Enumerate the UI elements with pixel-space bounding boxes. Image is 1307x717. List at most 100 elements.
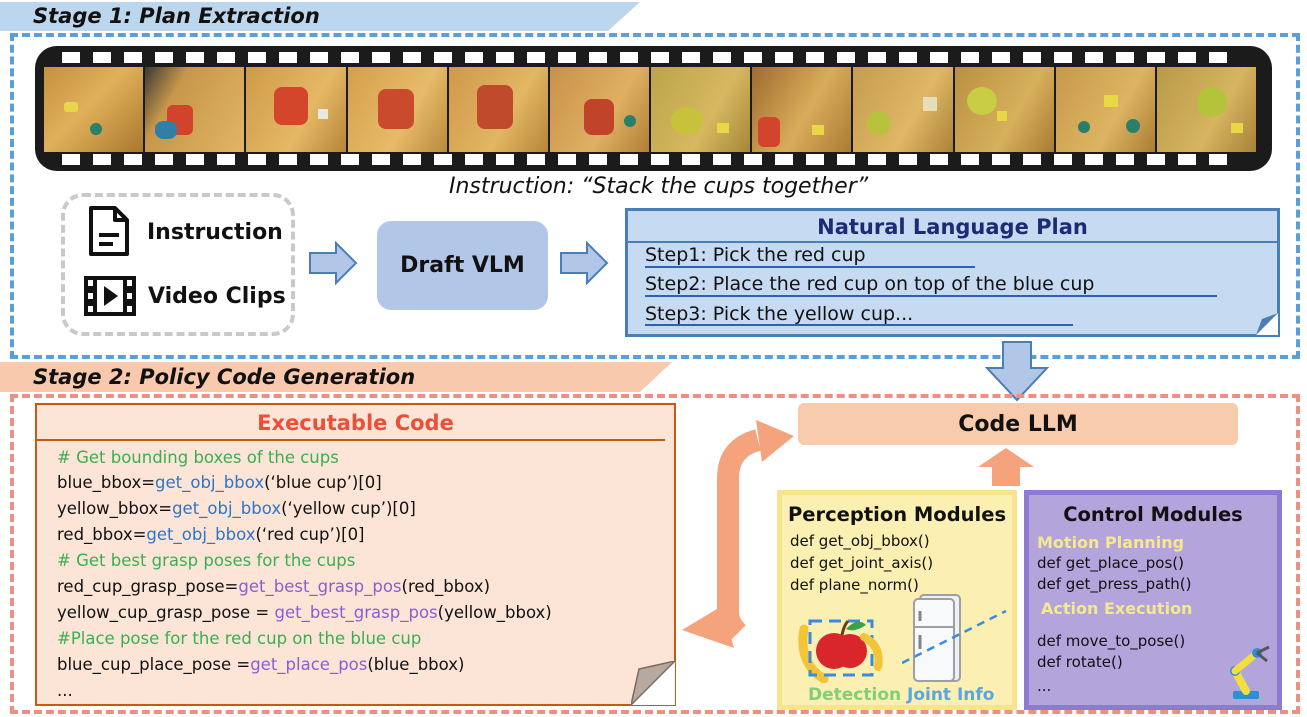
refrigerator-icon <box>902 594 1007 682</box>
film-hole <box>713 154 731 165</box>
control-ellipsis: ... <box>1037 677 1052 695</box>
film-hole <box>1054 52 1072 63</box>
video-frame <box>44 67 144 152</box>
inputs-box <box>61 193 295 336</box>
video-frame <box>347 67 447 152</box>
apple-banana-icon <box>798 619 883 683</box>
plan-step: Step3: Pick the yellow cup... <box>645 303 914 325</box>
stage1-container <box>10 33 1300 359</box>
film-hole <box>217 154 235 165</box>
film-hole <box>186 52 204 63</box>
code-line: red_cup_grasp_pose=get_best_grasp_pos(re… <box>57 577 491 596</box>
plan-step: Step2: Place the red cup on top of the b… <box>645 273 1095 295</box>
code-line: yellow_bbox=get_obj_bbox(‘yellow cup’)[0… <box>57 499 416 518</box>
film-hole <box>1147 154 1165 165</box>
arrow-down-icon <box>985 341 1049 402</box>
film-hole <box>465 154 483 165</box>
video-frame <box>448 67 548 152</box>
film-hole <box>341 154 359 165</box>
film-hole <box>310 154 328 165</box>
control-modules-box: Control Modules Motion Planning def get_… <box>1024 490 1282 710</box>
film-hole <box>434 52 452 63</box>
film-hole <box>651 154 669 165</box>
film-hole <box>124 154 142 165</box>
control-func: def rotate() <box>1037 653 1123 671</box>
perception-modules-box: Perception Modules def get_obj_bbox() de… <box>777 490 1017 710</box>
film-hole <box>558 154 576 165</box>
film-hole <box>1178 154 1196 165</box>
video-frame <box>246 67 346 152</box>
film-hole <box>496 154 514 165</box>
film-hole <box>620 52 638 63</box>
arrow-up-icon <box>978 448 1034 486</box>
code-comment: # Get best grasp poses for the cups <box>57 551 356 570</box>
stage1-title: Stage 1: Plan Extraction <box>33 4 320 28</box>
film-hole <box>775 52 793 63</box>
detection-label: Detection <box>808 685 902 705</box>
film-hole <box>620 154 638 165</box>
film-hole <box>155 52 173 63</box>
video-frame <box>651 67 751 152</box>
film-hole <box>62 154 80 165</box>
code-ellipsis: ... <box>57 681 73 700</box>
film-hole <box>899 154 917 165</box>
stage2-banner <box>0 362 672 392</box>
film-hole <box>992 52 1010 63</box>
control-func: def get_place_pos() <box>1037 554 1185 572</box>
control-title: Control Modules <box>1063 503 1243 526</box>
film-hole <box>713 52 731 63</box>
film-hole <box>1209 52 1227 63</box>
film-hole <box>868 52 886 63</box>
film-hole <box>682 154 700 165</box>
film-hole <box>1116 154 1134 165</box>
film-hole <box>1054 154 1072 165</box>
film-hole <box>279 154 297 165</box>
code-line: yellow_cup_grasp_pose = get_best_grasp_p… <box>57 603 552 622</box>
action-execution-label: Action Execution <box>1041 599 1193 618</box>
film-hole <box>341 52 359 63</box>
film-hole <box>434 154 452 165</box>
stage1-banner <box>0 2 640 31</box>
film-hole <box>868 154 886 165</box>
film-hole <box>775 154 793 165</box>
perception-func: def get_obj_bbox() <box>790 532 930 550</box>
film-hole <box>899 52 917 63</box>
robot-arm-icon <box>1230 645 1270 699</box>
film-hole <box>930 52 948 63</box>
film-hole <box>155 154 173 165</box>
code-comment: #Place pose for the red cup on the blue … <box>57 629 422 648</box>
video-frame <box>752 67 852 152</box>
film-hole <box>248 154 266 165</box>
film-hole <box>589 52 607 63</box>
plan-underline <box>645 266 975 268</box>
plan-step: Step1: Pick the red cup <box>645 244 866 266</box>
film-hole <box>961 52 979 63</box>
code-llm-box: Code LLM <box>798 403 1238 445</box>
document-icon <box>89 206 129 256</box>
film-hole <box>496 52 514 63</box>
plan-title: Natural Language Plan <box>817 215 1088 239</box>
code-line: blue_cup_place_pose =get_place_pos(blue_… <box>57 655 465 674</box>
plan-underline <box>645 324 1073 326</box>
video-frame <box>1055 67 1155 152</box>
code-divider <box>37 439 665 441</box>
film-holes-top <box>62 52 1227 63</box>
film-icon <box>84 276 136 316</box>
film-hole <box>837 52 855 63</box>
film-hole <box>465 52 483 63</box>
film-hole <box>93 154 111 165</box>
film-hole <box>93 52 111 63</box>
film-holes-bottom <box>62 154 1227 165</box>
arrow-right-icon <box>309 241 358 285</box>
arrow-right-icon <box>560 241 609 285</box>
video-frame <box>549 67 650 152</box>
film-hole <box>744 52 762 63</box>
natural-language-plan: Natural Language Plan Step1: Pick the re… <box>625 208 1280 337</box>
film-hole <box>558 52 576 63</box>
film-hole <box>1023 154 1041 165</box>
video-frame <box>954 67 1054 152</box>
film-hole <box>744 154 762 165</box>
film-hole <box>217 52 235 63</box>
film-hole <box>1023 52 1041 63</box>
code-title: Executable Code <box>257 411 454 435</box>
